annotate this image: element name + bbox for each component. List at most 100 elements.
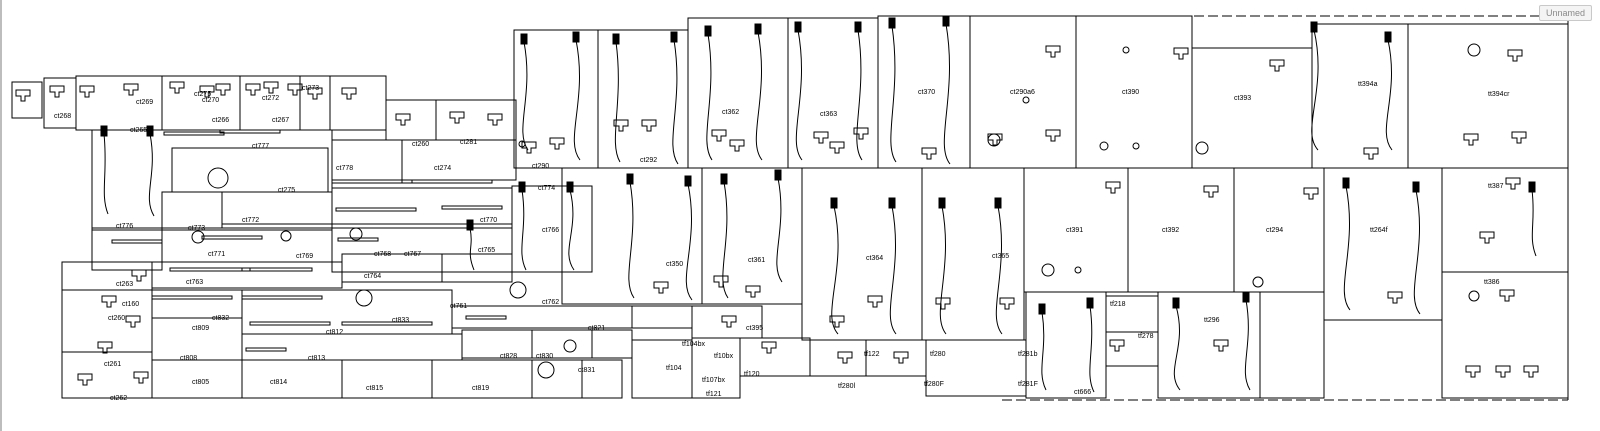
shower-hose — [1089, 305, 1095, 393]
tap-symbol — [79, 85, 95, 98]
frame-cell — [61, 261, 153, 291]
fixture-label: ct809 — [192, 325, 209, 332]
frame-cell — [341, 253, 443, 283]
tap-symbol — [761, 341, 777, 354]
frame-cell — [241, 359, 343, 399]
tap-symbol — [169, 81, 185, 94]
fixture-label: ct273 — [302, 85, 319, 92]
tap-symbol — [395, 113, 411, 126]
tap-symbol — [307, 87, 323, 100]
knob-symbol — [1041, 263, 1055, 277]
fixture-label: ct808 — [180, 355, 197, 362]
rail-symbol — [245, 347, 287, 352]
shower-head — [774, 169, 782, 181]
fixture-label: ct765 — [478, 247, 495, 254]
shower-hose — [1343, 185, 1351, 311]
shower-head — [1342, 177, 1350, 189]
fixture-label: tt387 — [1488, 183, 1504, 190]
frame-cell — [1441, 271, 1569, 399]
tap-symbol — [215, 83, 231, 96]
fixture-label: ct770 — [480, 217, 497, 224]
frame-cell — [591, 329, 633, 359]
rail-symbol — [219, 129, 281, 134]
frame-cell — [241, 289, 453, 335]
fixture-label: tf280l — [838, 383, 856, 390]
fixture-label: tf121 — [706, 391, 722, 398]
fixture-label: tt264f — [1370, 227, 1388, 234]
fixture-label: ct771 — [208, 251, 225, 258]
tap-symbol — [893, 351, 909, 364]
fixture-label: ct815 — [366, 385, 383, 392]
knob-symbol — [349, 227, 363, 241]
frame-cell — [431, 359, 533, 399]
shower-head — [1412, 181, 1420, 193]
rail-symbol — [201, 235, 263, 240]
frame-cell — [331, 227, 513, 273]
shower-hose — [685, 183, 693, 301]
fixture-label: ct774 — [538, 185, 555, 192]
fixture-label: ct813 — [308, 355, 325, 362]
rail-symbol — [335, 207, 417, 212]
fixture-label: ct269 — [136, 99, 153, 106]
shower-hose — [795, 29, 803, 161]
tap-symbol — [853, 127, 869, 140]
tap-symbol — [97, 341, 113, 354]
shower-hose — [573, 39, 581, 161]
shower-head — [670, 31, 678, 43]
shower-hose — [148, 133, 155, 217]
shower-head — [520, 33, 528, 45]
rail-symbol — [111, 239, 163, 244]
knob-symbol — [1122, 46, 1130, 54]
fixture-label: ct266 — [212, 117, 229, 124]
rail-symbol — [163, 131, 225, 136]
frame-cell — [1311, 23, 1409, 169]
shower-hose — [890, 25, 897, 163]
fixture-label: ct761 — [450, 303, 467, 310]
knob-symbol — [280, 230, 292, 242]
frame-cell — [631, 339, 693, 399]
tap-symbol — [1523, 365, 1539, 378]
fixture-label: tt394a — [1358, 81, 1378, 88]
tap-symbol — [1105, 181, 1121, 194]
rail-symbol — [441, 205, 503, 210]
fixture-label: ct830 — [536, 353, 553, 360]
frame-cell — [331, 139, 403, 181]
frame-cell — [787, 17, 879, 169]
tap-symbol — [1505, 177, 1521, 190]
shower-head — [830, 197, 838, 209]
shower-hose — [1311, 29, 1319, 151]
shower-head — [466, 219, 474, 231]
fixture-label: ct272 — [262, 95, 279, 102]
shower-hose — [706, 33, 713, 161]
fixture-label: ct274 — [434, 165, 451, 172]
shower-head — [754, 23, 762, 35]
fixture-label: tf218 — [1110, 301, 1126, 308]
fixture-label: tf120 — [744, 371, 760, 378]
tap-symbol — [1511, 131, 1527, 144]
fixture-label: ct262 — [110, 395, 127, 402]
rail-symbol — [151, 295, 233, 300]
fixture-label: ct281 — [460, 139, 477, 146]
fixture-label: ct363 — [820, 111, 837, 118]
tap-symbol — [15, 89, 31, 102]
fixture-label: tf278 — [1138, 333, 1154, 340]
fixture-label: ct350 — [666, 261, 683, 268]
fixture-label: ct265 — [130, 127, 147, 134]
shower-hose — [521, 189, 527, 271]
tap-symbol — [1303, 187, 1319, 200]
shower-head — [794, 21, 802, 33]
fixture-label: ct275 — [278, 187, 295, 194]
shower-hose — [939, 205, 947, 335]
shower-head — [888, 17, 896, 29]
layout-tab[interactable]: Unnamed — [1538, 5, 1592, 21]
shower-hose — [995, 205, 1003, 335]
rail-symbol — [331, 179, 413, 184]
frame-cell — [1323, 167, 1443, 321]
frame-cell — [11, 81, 43, 119]
fixture-label: ct833 — [392, 317, 409, 324]
frame-cell — [1259, 291, 1325, 399]
tap-symbol — [123, 83, 139, 96]
shower-hose — [776, 177, 783, 283]
